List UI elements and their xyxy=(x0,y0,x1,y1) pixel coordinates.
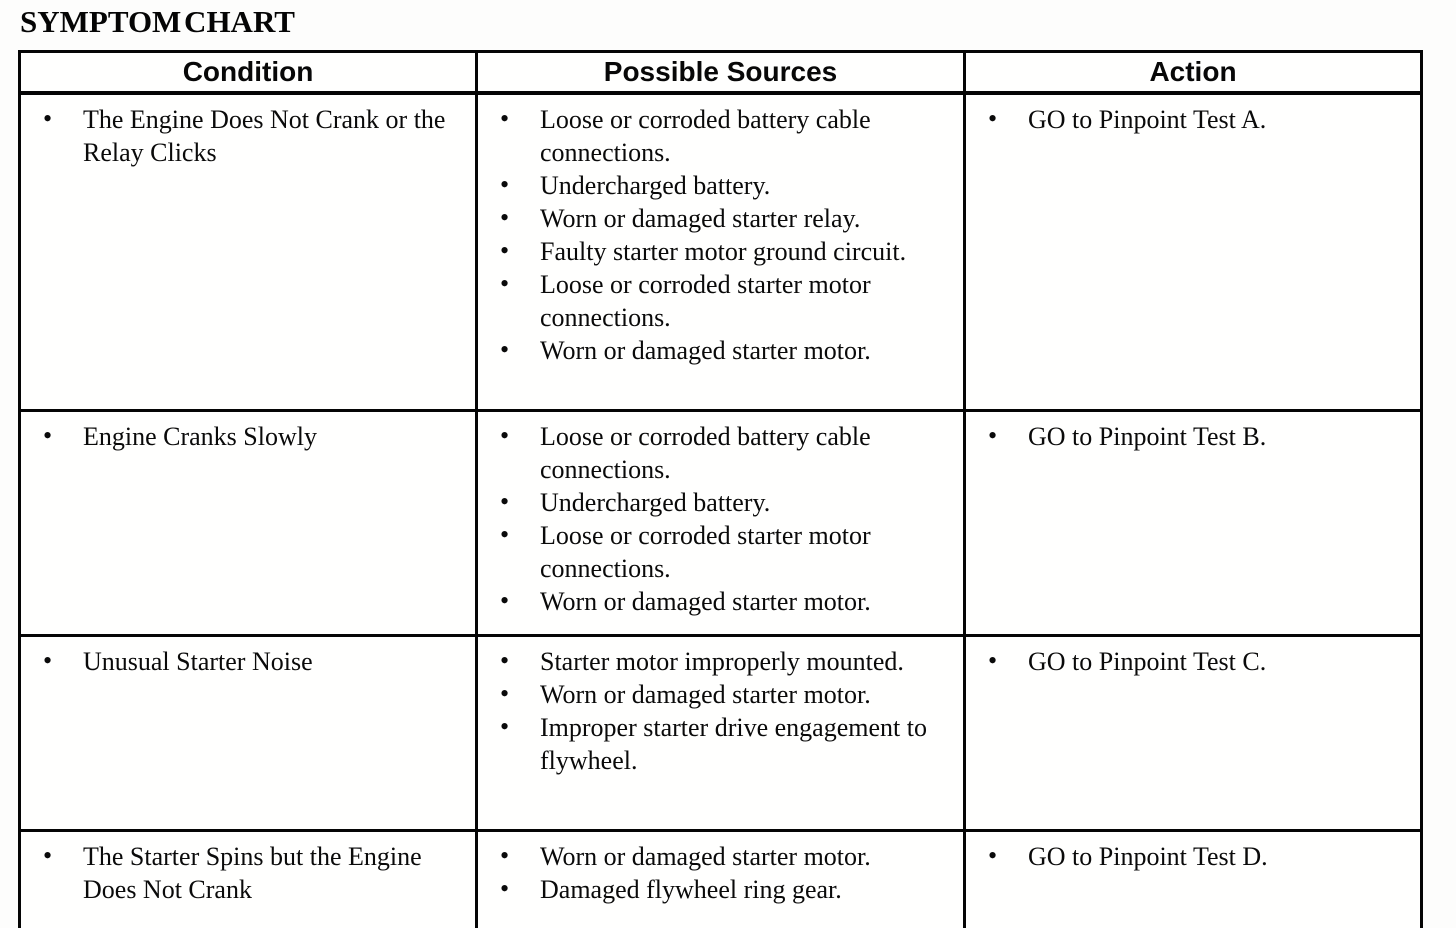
column-header-action: Action xyxy=(963,50,1423,95)
possible-sources-cell: Worn or damaged starter motor. Damaged f… xyxy=(475,829,966,928)
action-list: GO to Pinpoint Test D. xyxy=(980,839,1414,873)
column-header-possible-sources: Possible Sources xyxy=(475,50,966,95)
source-item: Worn or damaged starter motor. xyxy=(492,677,932,711)
condition-item: Unusual Starter Noise xyxy=(35,644,465,678)
table-row: The Engine Does Not Crank or the Relay C… xyxy=(18,91,1423,412)
source-item: Damaged flywheel ring gear. xyxy=(492,872,932,906)
condition-list: The Starter Spins but the Engine Does No… xyxy=(35,839,469,906)
source-item: Loose or corroded starter motor connecti… xyxy=(492,267,932,334)
sources-list: Loose or corroded battery cable connecti… xyxy=(492,419,957,618)
action-list: GO to Pinpoint Test A. xyxy=(980,102,1414,136)
source-item: Loose or corroded battery cable connecti… xyxy=(492,419,932,486)
condition-list: Engine Cranks Slowly xyxy=(35,419,469,453)
action-item: GO to Pinpoint Test A. xyxy=(980,102,1414,136)
action-item: GO to Pinpoint Test B. xyxy=(980,419,1414,453)
condition-cell: The Starter Spins but the Engine Does No… xyxy=(18,829,478,928)
condition-cell: The Engine Does Not Crank or the Relay C… xyxy=(18,91,478,412)
possible-sources-cell: Loose or corroded battery cable connecti… xyxy=(475,91,966,412)
sources-list: Loose or corroded battery cable connecti… xyxy=(492,102,957,367)
condition-cell: Unusual Starter Noise xyxy=(18,634,478,832)
page-title: SYMPTOM CHART xyxy=(20,4,295,39)
condition-item: Engine Cranks Slowly xyxy=(35,419,465,453)
possible-sources-cell: Loose or corroded battery cable connecti… xyxy=(475,409,966,637)
condition-item: The Starter Spins but the Engine Does No… xyxy=(35,839,465,906)
action-cell: GO to Pinpoint Test B. xyxy=(963,409,1423,637)
action-list: GO to Pinpoint Test B. xyxy=(980,419,1414,453)
table-row: The Starter Spins but the Engine Does No… xyxy=(18,829,1423,928)
source-item: Worn or damaged starter motor. xyxy=(492,839,932,873)
symptom-chart-table: Condition Possible Sources Action The En… xyxy=(18,50,1423,928)
source-item: Starter motor improperly mounted. xyxy=(492,644,932,678)
action-cell: GO to Pinpoint Test D. xyxy=(963,829,1423,928)
table-row: Unusual Starter Noise Starter motor impr… xyxy=(18,634,1423,832)
source-item: Undercharged battery. xyxy=(492,485,932,519)
source-item: Improper starter drive engagement to fly… xyxy=(492,710,932,777)
sources-list: Worn or damaged starter motor. Damaged f… xyxy=(492,839,957,906)
column-header-condition: Condition xyxy=(18,50,478,95)
action-cell: GO to Pinpoint Test A. xyxy=(963,91,1423,412)
action-cell: GO to Pinpoint Test C. xyxy=(963,634,1423,832)
source-item: Undercharged battery. xyxy=(492,168,932,202)
condition-list: The Engine Does Not Crank or the Relay C… xyxy=(35,102,469,169)
source-item: Faulty starter motor ground circuit. xyxy=(492,234,932,268)
source-item: Loose or corroded battery cable connecti… xyxy=(492,102,932,169)
action-list: GO to Pinpoint Test C. xyxy=(980,644,1414,678)
source-item: Loose or corroded starter motor connecti… xyxy=(492,518,932,585)
condition-item: The Engine Does Not Crank or the Relay C… xyxy=(35,102,465,169)
table-header-row: Condition Possible Sources Action xyxy=(18,50,1423,95)
condition-list: Unusual Starter Noise xyxy=(35,644,469,678)
source-item: Worn or damaged starter motor. xyxy=(492,333,932,367)
possible-sources-cell: Starter motor improperly mounted. Worn o… xyxy=(475,634,966,832)
source-item: Worn or damaged starter motor. xyxy=(492,584,932,618)
action-item: GO to Pinpoint Test C. xyxy=(980,644,1414,678)
condition-cell: Engine Cranks Slowly xyxy=(18,409,478,637)
table-row: Engine Cranks Slowly Loose or corroded b… xyxy=(18,409,1423,637)
source-item: Worn or damaged starter relay. xyxy=(492,201,932,235)
sources-list: Starter motor improperly mounted. Worn o… xyxy=(492,644,957,777)
action-item: GO to Pinpoint Test D. xyxy=(980,839,1414,873)
